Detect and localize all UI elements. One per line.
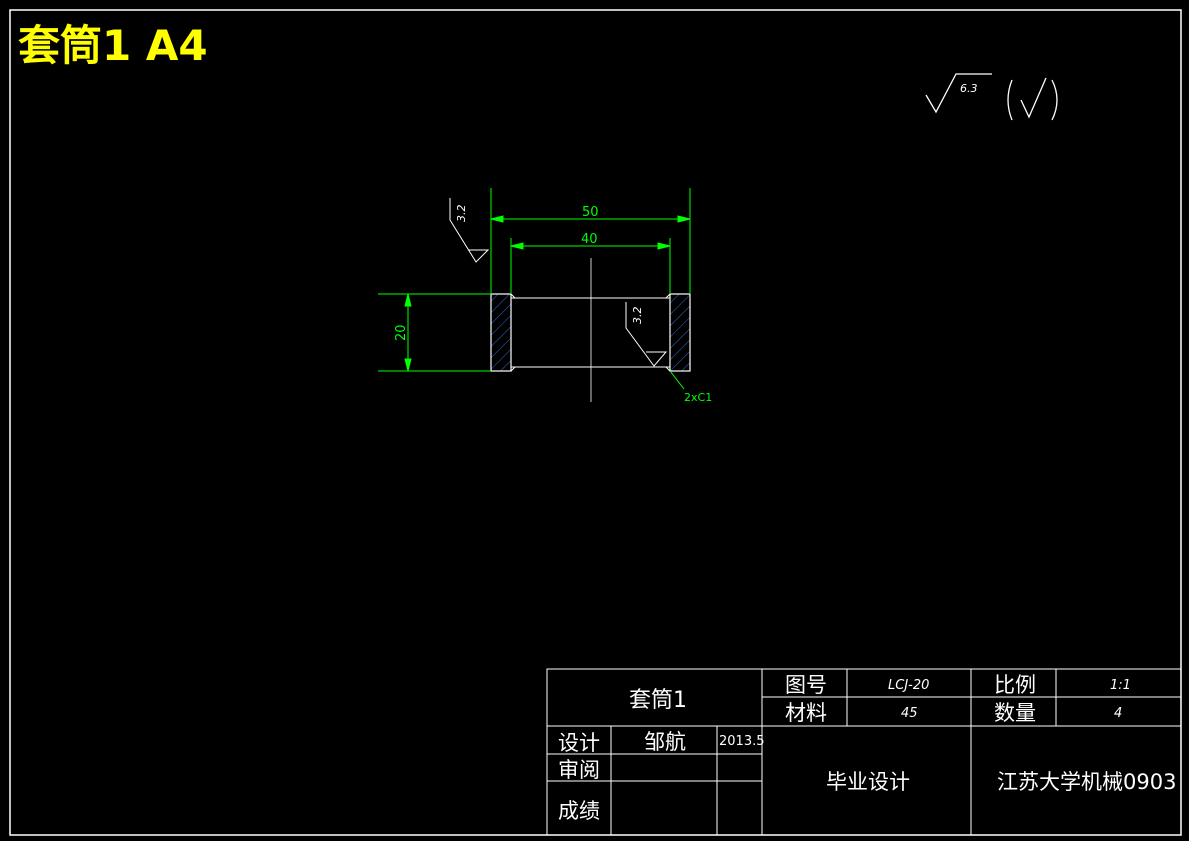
title-block — [546, 668, 1182, 836]
dim-inner-width: 40 — [581, 232, 598, 247]
design-label: 设计 — [558, 731, 600, 755]
scale-label: 比例 — [994, 673, 1036, 697]
quantity: 4 — [1114, 706, 1122, 721]
quantity-label: 数量 — [994, 701, 1036, 725]
default-roughness-value: 6.3 — [960, 82, 978, 95]
sheet-title: 套筒1 A4 — [18, 21, 208, 70]
design-date: 2013.5 — [719, 734, 765, 749]
designer: 邹航 — [644, 730, 686, 754]
drawing-no-label: 图号 — [785, 673, 827, 697]
drawing-no: LCJ-20 — [888, 678, 929, 693]
part-name: 套筒1 — [629, 688, 687, 713]
left-wall-hatch — [490, 293, 512, 372]
dim-height: 20 — [394, 324, 409, 341]
material-label: 材料 — [785, 701, 827, 725]
project: 毕业设计 — [826, 770, 910, 794]
part-section — [490, 258, 691, 402]
dim-chamfer: 2xC1 — [684, 391, 712, 404]
scale: 1:1 — [1110, 678, 1131, 693]
material: 45 — [901, 706, 918, 721]
right-wall-hatch — [669, 293, 691, 372]
school: 江苏大学机械0903 — [997, 770, 1176, 794]
default-roughness-symbol — [925, 73, 1058, 121]
grade-label: 成绩 — [558, 799, 600, 823]
dimensions — [378, 188, 691, 390]
roughness-outer-value: 3.2 — [455, 205, 468, 223]
roughness-symbol-outer — [449, 198, 490, 263]
review-label: 审阅 — [558, 758, 600, 782]
roughness-symbol-inner — [625, 302, 668, 367]
roughness-inner-value: 3.2 — [631, 307, 644, 325]
dim-outer-width: 50 — [582, 205, 599, 220]
